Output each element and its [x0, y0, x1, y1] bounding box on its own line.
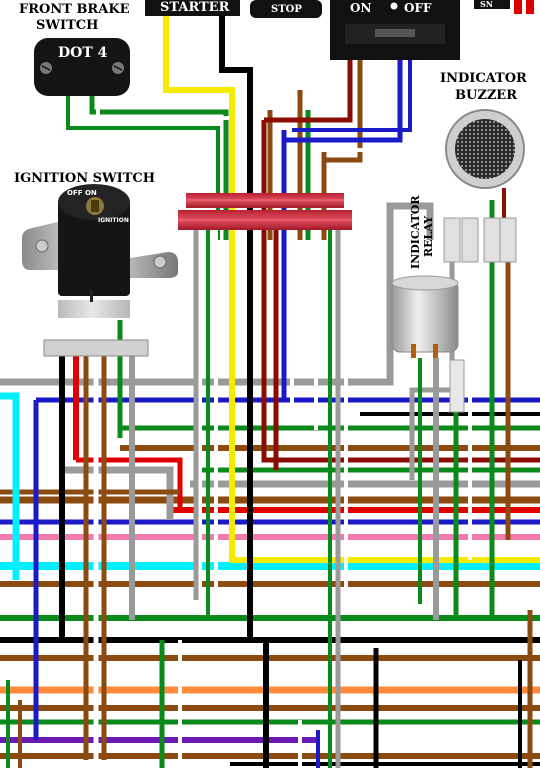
buzzer-connectors — [443, 217, 517, 263]
darkred-wire — [261, 120, 540, 463]
buzzer-title-line1: INDICATOR — [440, 71, 527, 86]
front-brake-switch: DOT 4 — [34, 38, 130, 96]
green-wire — [66, 96, 220, 240]
white-wire — [60, 96, 212, 240]
starter-switch: STARTER — [145, 0, 240, 16]
black-wire — [219, 16, 253, 640]
loom-connector — [178, 193, 352, 230]
indicator-relay — [391, 275, 459, 358]
stop-label: STOP — [271, 4, 302, 15]
white-wire — [174, 16, 240, 240]
top-right-fragment: SN — [474, 0, 534, 14]
blue-wire — [284, 60, 403, 143]
starter-label: STARTER — [160, 0, 230, 15]
relay-title-line1: INDICATOR — [409, 195, 422, 269]
on-label: ON — [350, 1, 371, 15]
ignition-switch: OFF ON IGNITION — [22, 184, 178, 318]
front-brake-title-line1: FRONT BRAKE — [19, 2, 130, 17]
brown-wire — [324, 60, 363, 163]
ignition-connector — [43, 339, 149, 357]
ignition-key-side-label: IGNITION — [98, 217, 129, 224]
cyan-wire — [0, 392, 20, 580]
stop-switch: STOP — [250, 0, 322, 18]
wire-bundle — [0, 16, 540, 768]
dot4-label: DOT 4 — [58, 45, 108, 61]
white-wire — [316, 60, 372, 152]
yellow-wire — [163, 16, 540, 563]
ignition-switch-title: IGNITION SWITCH — [14, 171, 155, 186]
buzzer-title-line2: BUZZER — [455, 88, 517, 103]
off-label: OFF — [404, 1, 432, 15]
relay-connector — [449, 359, 465, 413]
darkred-wire — [264, 60, 353, 123]
front-brake-title-line2: SWITCH — [36, 18, 98, 33]
green-wire — [89, 96, 229, 240]
corner-fragment-label: SN — [480, 0, 493, 9]
grey-wire — [60, 466, 174, 520]
ignition-key-top-label: OFF ON — [67, 189, 97, 197]
blue-wire — [292, 60, 412, 132]
grey-wire — [0, 202, 434, 386]
indicator-buzzer — [445, 109, 525, 189]
on-off-switch: ON OFF — [330, 0, 460, 60]
relay-title-line2: RELAY — [422, 216, 435, 257]
